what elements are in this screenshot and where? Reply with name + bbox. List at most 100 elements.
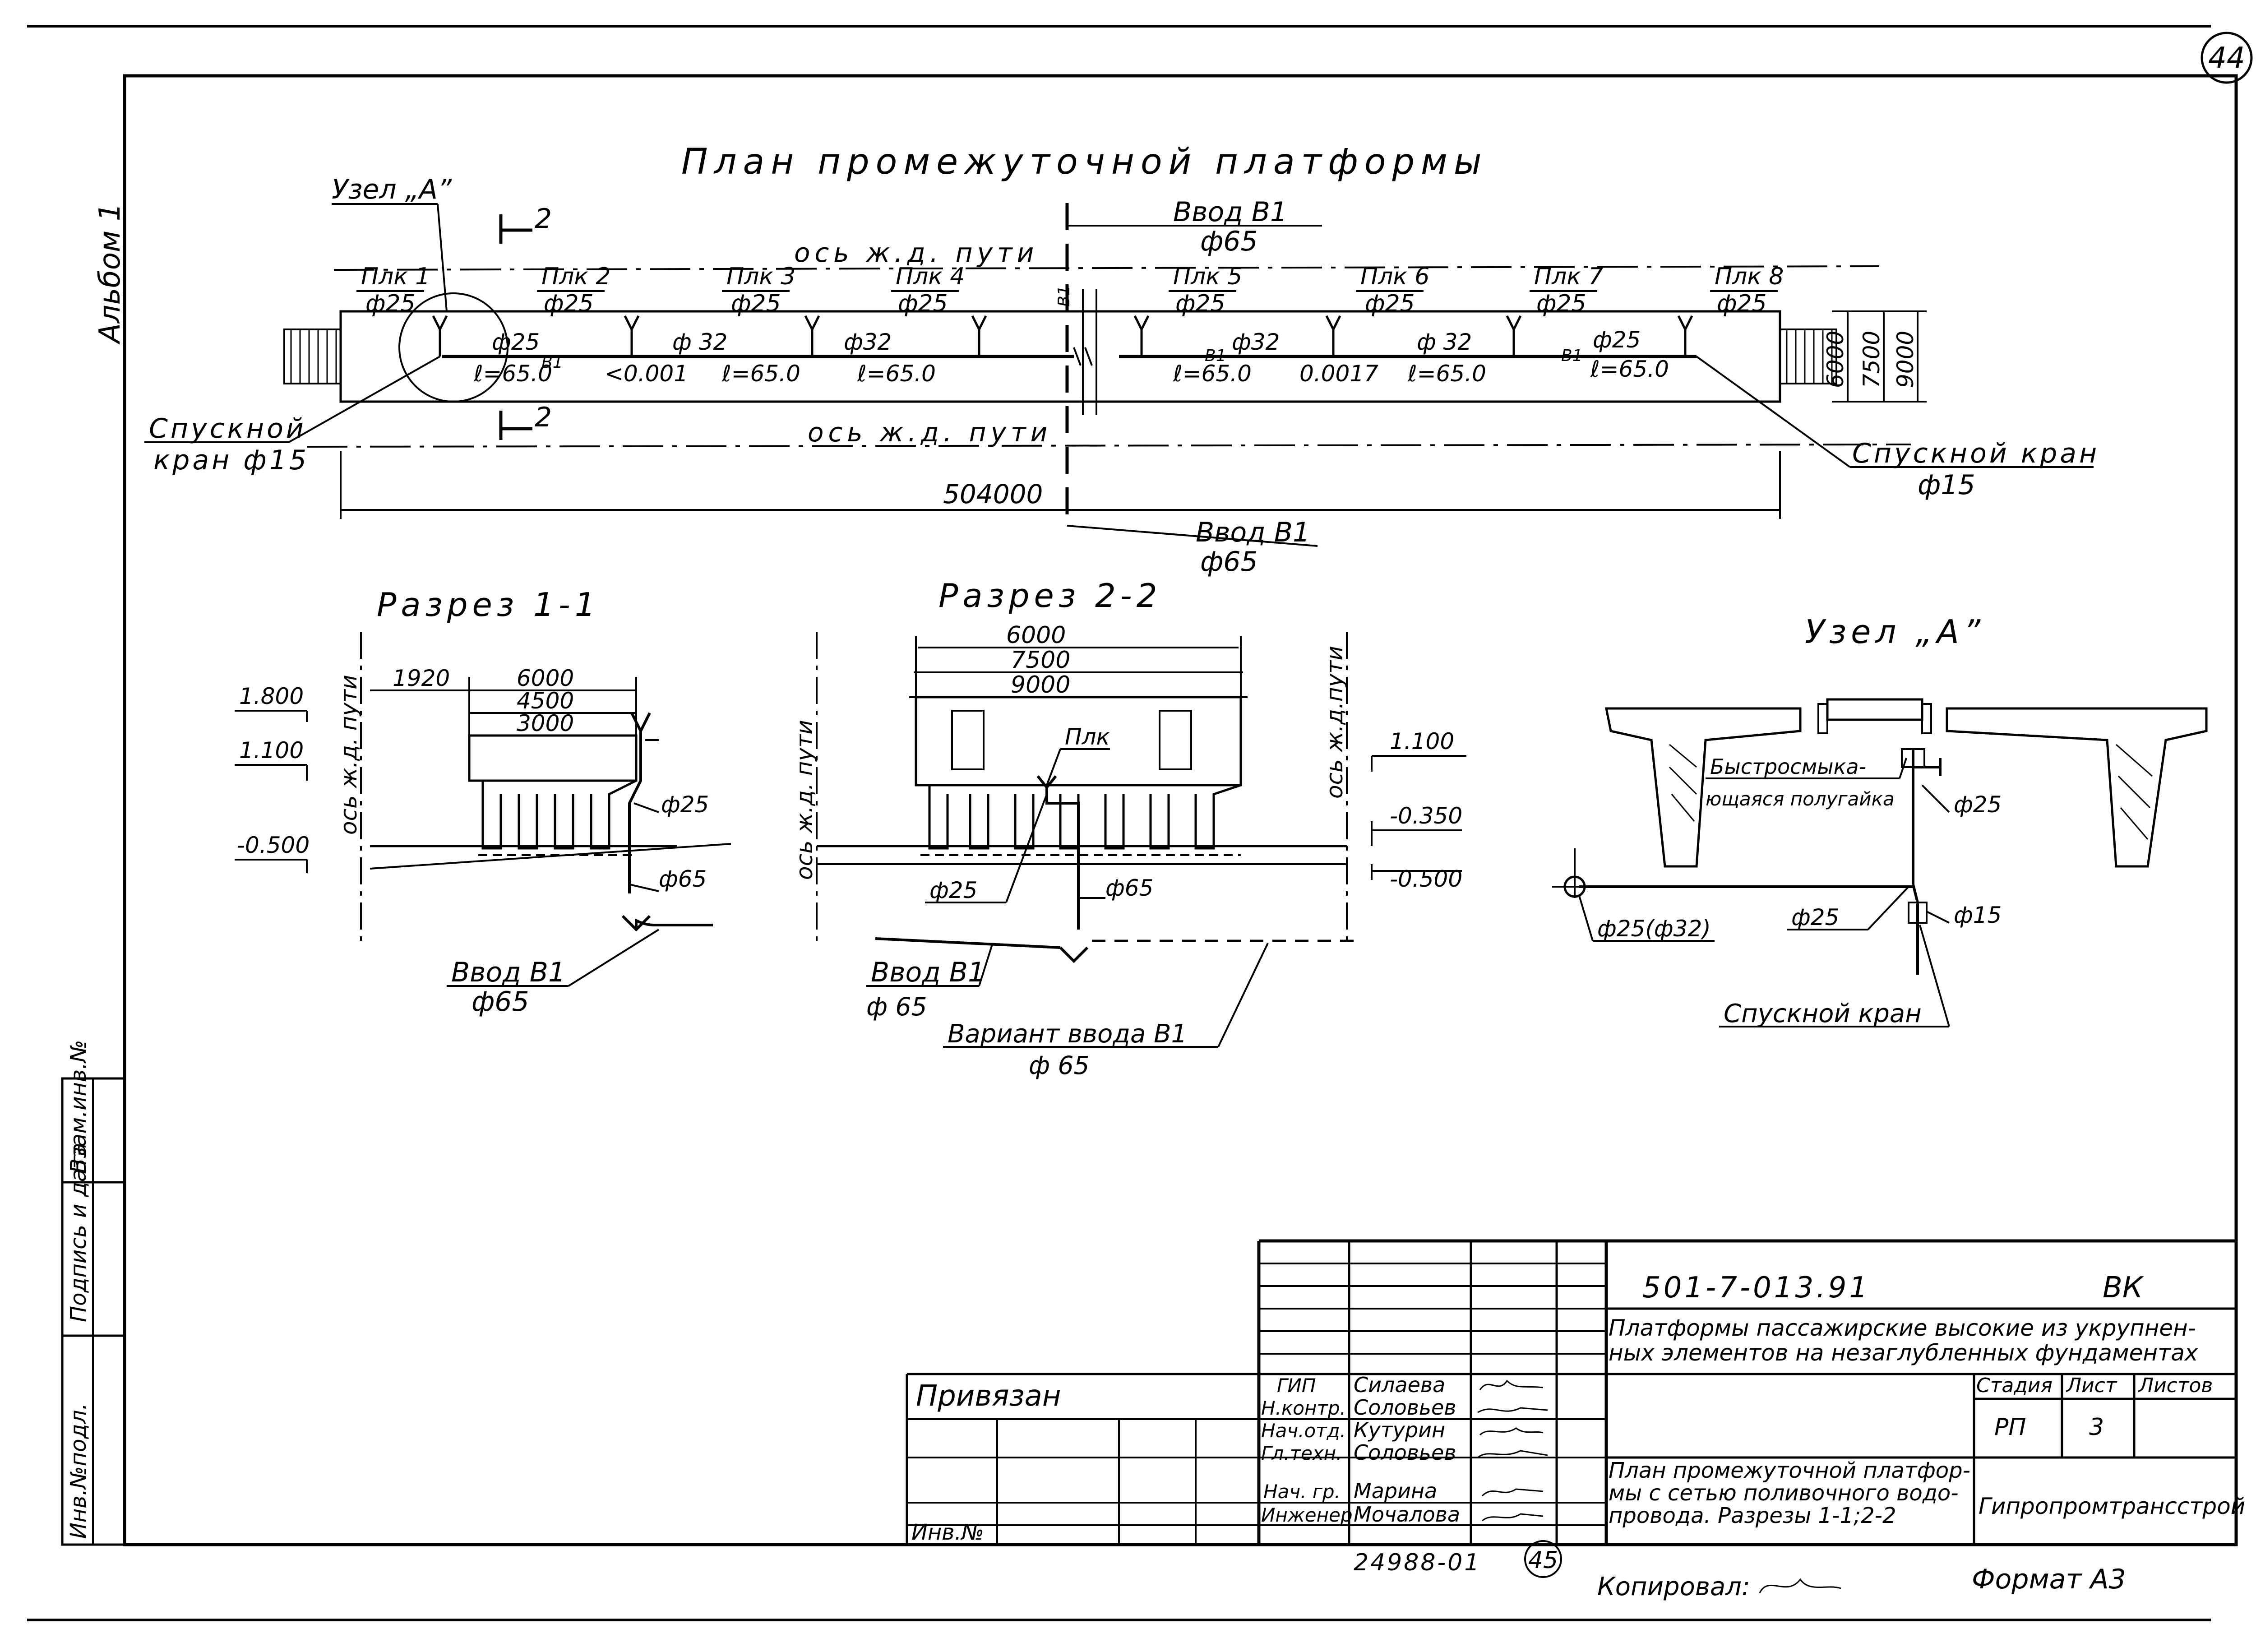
drawing-text: Инв.№подл. [66,1403,91,1539]
drawing-text: 6000 [1822,331,1849,388]
side-stamp: Инв.№подл. Подпись и дата Взам.инв.№ [61,1040,126,1546]
drawing-text: Н.контр. [1261,1397,1346,1419]
drawing-text: 504000 [943,479,1043,509]
drawing-text: ф15 [1954,902,2002,928]
axis-label-bottom: ось ж.д. пути [808,417,1052,448]
drawing-text: Соловьев [1354,1395,1456,1420]
section-1-title: Разрез 1-1 [377,586,600,624]
drawing-text: Плк 1 [361,263,430,290]
drawing-text: ф65 [1200,546,1258,578]
drawing-text: ющаяся полугайка [1706,788,1895,810]
drawing-text: Мочалова [1354,1502,1460,1527]
inlet-top-label: Ввод В1 ф65 [1067,196,1322,257]
ramp-right [1779,329,1837,384]
drawing-text: ф65 [472,986,529,1018]
drawing-text: Инженер [1261,1504,1353,1526]
drawing-text: ф32 [1232,329,1280,355]
drawing-text: Ввод В1 [871,957,985,988]
drawing-text: ф25 [1954,791,2002,818]
section-1-1: Разрез 1-1 ось ж.д. пути 1920 6000 4500 … [235,586,731,1018]
format-label: Формат А3 [1972,1564,2126,1595]
drawing-text: 9000 [1011,671,1070,699]
drawing-title-1: План промежуточной платфор- [1609,1458,1970,1483]
drawing-text: ℓ=65.0 [857,361,936,387]
section-mark-bottom: 2 [499,402,552,440]
drawing-text: ф25 [1365,290,1415,317]
drawing-text: В1 [1205,347,1226,365]
hydrant-symbols [432,315,1693,356]
hydrant-label-3: Плк 3 ф25 [722,263,795,317]
drawing-text: 1.800 [239,683,304,709]
drawing-text: Плк [1065,724,1110,750]
album-label: Альбом 1 [93,203,127,345]
drawing-text: ф65 [1200,226,1258,257]
section-mark-top: 2 [499,203,552,244]
hydrant-label-4: Плк 4 ф25 [891,263,965,317]
drawing-text: ф 65 [1029,1051,1090,1080]
node-a-circle [398,292,509,403]
drawing-text: 1.100 [1390,728,1454,754]
drawing-text: ℓ=65.0 [1173,361,1252,387]
drawing-text: Стадия [1976,1374,2053,1397]
drawing-text: Соловьев [1354,1440,1456,1465]
drawing-text: Спускной кран [1852,438,2099,469]
drawing-text: ось ж.д.пути [1322,646,1348,799]
ramp-left [283,329,342,384]
drawing-text: 1920 [393,665,450,691]
section-2-title: Разрез 2-2 [938,577,1162,615]
drawing-text: Нач. гр. [1263,1481,1341,1503]
drawing-text: ф25 [365,290,416,317]
drawing-text: -0.500 [1390,866,1462,892]
drawing-text: ф25 [898,290,948,317]
drawing-title-3: провода. Разрезы 1-1;2-2 [1609,1503,1896,1528]
drawing-text: ф25 [1717,290,1767,317]
drawing-text: Спускной [149,413,306,444]
drawing-text: ф25 [1536,290,1586,317]
drawing-text: 7500 [1011,647,1070,674]
hydrant-labels: Плк 1 ф25 Плк 2 ф25 Плк 3 ф25 Плк 4 ф25 … [356,263,1784,317]
drawing-text: Плк 7 [1534,263,1603,290]
drawing-text: Силаева [1354,1373,1445,1397]
drawing-text: 0.0017 [1299,361,1378,387]
drawing-text: В1 [541,353,563,372]
drawing-text: Спускной кран [1724,999,1922,1028]
drawing-text: Вариант ввода В1 [948,1019,1187,1049]
drawing-title-2: мы с сетью поливочного водо- [1609,1481,1959,1506]
drawing-text: ф65 [659,866,707,892]
copy-page: 45 [1528,1547,1558,1574]
hydrant-label-8: Плк 8 ф25 [1710,263,1784,317]
drawing-text: Ввод В1 [1173,196,1287,228]
doc-code: 501-7-013.91 [1642,1271,1870,1305]
drain-left-label: Спускной кран ф15 [144,356,440,476]
drawing-text: ф25 [661,791,709,818]
drawing-text: Подпись и дата [66,1143,91,1322]
plan-title: План промежуточной платформы [681,142,1488,182]
drawing-text: ф25 [492,329,540,355]
drawing-text: Листов [2138,1374,2213,1397]
doc-number: 24988-01 [1354,1549,1481,1576]
node-ref-label: Узел „А” [332,174,452,205]
drawing-text: ф25(ф32) [1597,916,1711,942]
drawing-text: ℓ=65.0 [1590,356,1669,382]
drawing-text: ф25 [1593,327,1641,353]
title-block: Привязан Инв.№ ГИП Н.контр. Нач.отд. Гл.… [906,1239,2245,1601]
drawing-text: ф25 [929,877,977,903]
drawing-text: Лист [2066,1374,2117,1397]
copied-label: Копировал: [1597,1572,1750,1601]
drawing-text: кран ф15 [153,444,309,476]
drawing-text: ℓ=65.0 [721,361,800,387]
drawing-text: Гл.техн. [1261,1442,1342,1464]
drawing-text: 6000 [517,665,574,691]
drawing-text: ось ж.д. пути [791,720,818,880]
drawing-text: Кутурин [1354,1418,1445,1442]
drawing-text: ф32 [844,329,892,355]
drawing-text: 44 [2208,42,2245,75]
hydrant-label-2: Плк 2 ф25 [537,263,610,317]
drawing-text: РП [1994,1414,2026,1441]
drawing-text: 6000 [1006,622,1066,649]
drawing-text: Марина [1354,1479,1437,1503]
project-title-1: Платформы пассажирские высокие из укрупн… [1609,1315,2196,1341]
drawing-text: Плк 4 [896,263,965,290]
drawing-text: Взам.инв.№ [66,1040,91,1173]
